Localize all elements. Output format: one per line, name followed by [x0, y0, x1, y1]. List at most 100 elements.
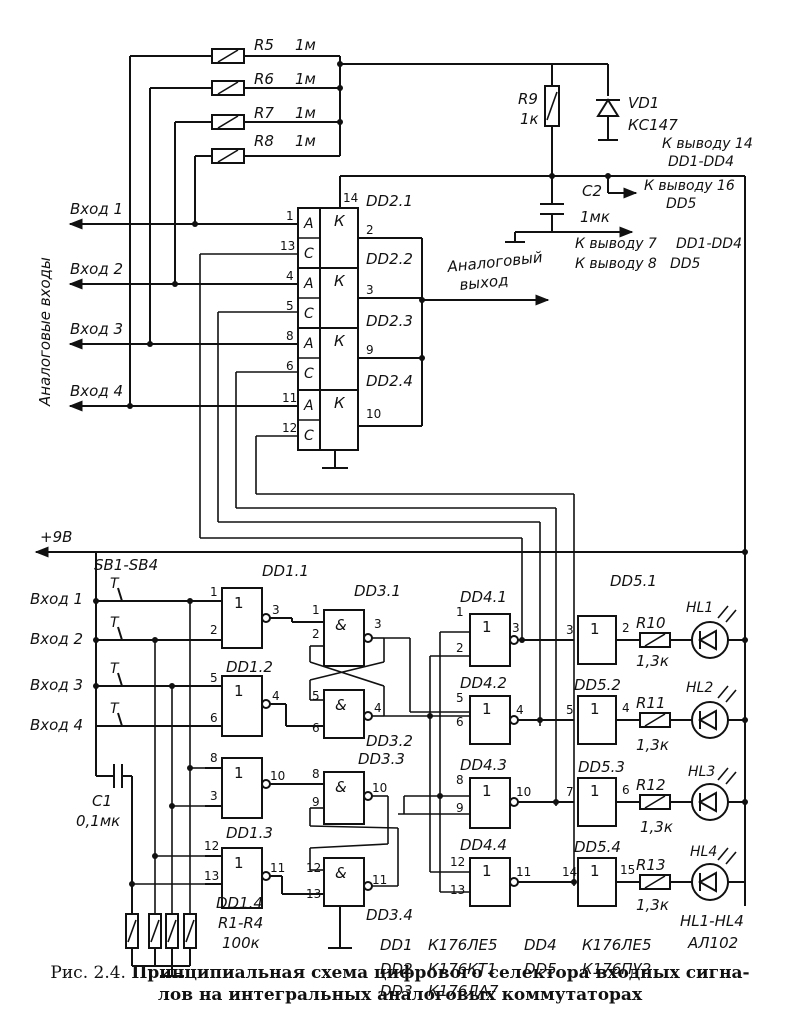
- dd11-label: DD1.1: [262, 562, 309, 580]
- table-dd1-part: К176ЛЕ5: [428, 936, 498, 954]
- r7-label: R7: [254, 104, 274, 122]
- pin7-dd-label: DD1-DD4: [676, 236, 742, 252]
- r6-label: R6: [254, 70, 274, 88]
- dd34-symbol: &: [335, 864, 347, 882]
- svg-text:2: 2: [622, 621, 630, 635]
- dd2-c4: С: [304, 428, 314, 444]
- dd41-label: DD4.1: [460, 588, 507, 606]
- dd12-symbol: 1: [234, 682, 244, 700]
- hl4-label: HL4: [690, 844, 717, 860]
- r12-label: R12: [636, 776, 666, 794]
- svg-text:12: 12: [306, 861, 321, 875]
- r12-value: 1,3к: [640, 818, 673, 836]
- svg-text:11: 11: [270, 861, 285, 875]
- dd14-label: DD1.4: [216, 894, 263, 912]
- dd52-symbol: 1: [590, 700, 600, 718]
- hl1-label: HL1: [686, 600, 713, 616]
- dd43-symbol: 1: [482, 782, 492, 800]
- pin8-dd-label: DD5: [670, 256, 701, 272]
- leds: [691, 605, 748, 901]
- analog-input-lines: [68, 56, 298, 412]
- button-4-symbol: Т: [110, 701, 120, 717]
- svg-text:8: 8: [210, 751, 218, 765]
- svg-text:5: 5: [566, 703, 574, 717]
- led-resistors: [616, 632, 692, 890]
- svg-text:13: 13: [450, 883, 465, 897]
- dd2-k4: К: [334, 394, 346, 412]
- svg-text:3: 3: [210, 789, 218, 803]
- svg-text:4: 4: [272, 689, 280, 703]
- c2-label: C2: [582, 182, 602, 200]
- svg-text:10: 10: [366, 407, 381, 421]
- caption-prefix: Рис. 2.4.: [50, 963, 126, 983]
- svg-text:14: 14: [562, 865, 577, 879]
- dd5-gates: [577, 615, 617, 907]
- r10-label: R10: [636, 614, 666, 632]
- dd13-label: DD1.3: [226, 824, 273, 842]
- svg-text:2: 2: [366, 223, 374, 237]
- svg-text:4: 4: [286, 269, 294, 283]
- dd53-symbol: 1: [590, 782, 600, 800]
- svg-text:3: 3: [366, 283, 374, 297]
- dd1-pin-numbers: 1 2 5 6 8 3 12 13 3 4 10 11: [204, 585, 285, 883]
- dd31-symbol: &: [335, 616, 347, 634]
- power-section: [340, 64, 745, 243]
- dd5-pin-numbers: 3 5 7 14 2 4 6 15: [562, 621, 635, 879]
- sb-label: SB1-SB4: [94, 556, 158, 574]
- al102-label: АЛ102: [687, 934, 738, 952]
- dd32-symbol: &: [335, 696, 347, 714]
- svg-text:2: 2: [456, 641, 464, 655]
- r13-label: R13: [636, 856, 666, 874]
- svg-text:10: 10: [270, 769, 285, 783]
- svg-text:13: 13: [280, 239, 295, 253]
- dd43-label: DD4.3: [460, 756, 507, 774]
- c1-label: C1: [92, 792, 112, 810]
- pin16-dd-label: DD5: [666, 196, 697, 212]
- svg-text:6: 6: [456, 715, 464, 729]
- svg-text:8: 8: [286, 329, 294, 343]
- svg-text:1: 1: [312, 603, 320, 617]
- dd2-a3: А: [303, 336, 314, 352]
- svg-text:10: 10: [372, 781, 387, 795]
- svg-text:13: 13: [204, 869, 219, 883]
- digital-input-4-label: Вход 4: [30, 716, 83, 734]
- c2-value: 1мк: [580, 208, 610, 226]
- table-dd2-part: К176КТ1: [428, 960, 497, 978]
- dd53-label: DD5.3: [578, 758, 625, 776]
- plus-9v-label: +9В: [40, 528, 72, 546]
- svg-text:4: 4: [622, 701, 630, 715]
- dd2-c2: С: [304, 306, 314, 322]
- analog-inputs-label: Аналоговые входы: [36, 257, 54, 407]
- hl2-label: HL2: [686, 680, 713, 696]
- svg-text:6: 6: [622, 783, 630, 797]
- bias-resistors: [130, 48, 608, 164]
- digital-input-3-label: Вход 3: [30, 676, 83, 694]
- dd2-k1: К: [334, 212, 346, 230]
- dd2-a2: А: [303, 276, 314, 292]
- table-dd1: DD1: [380, 936, 413, 954]
- table-dd5: DD5: [524, 960, 557, 978]
- vd1-label: VD1: [628, 94, 659, 112]
- digital-input-2-label: Вход 2: [30, 630, 83, 648]
- dd2-a4: А: [303, 398, 314, 414]
- svg-text:4: 4: [516, 703, 524, 717]
- analog-input-3-label: Вход 3: [70, 320, 123, 338]
- svg-text:8: 8: [456, 773, 464, 787]
- vd1-value: КС147: [628, 116, 678, 134]
- r9-label: R9: [518, 90, 538, 108]
- dd21-label: DD2.1: [366, 192, 413, 210]
- r5-label: R5: [254, 36, 274, 54]
- digital-input-1-label: Вход 1: [30, 590, 83, 608]
- svg-text:6: 6: [286, 359, 294, 373]
- dd51-label: DD5.1: [610, 572, 657, 590]
- button-2-symbol: Т: [110, 615, 120, 631]
- dd3-gates: [323, 609, 373, 949]
- r8-label: R8: [254, 132, 274, 150]
- svg-text:5: 5: [286, 299, 294, 313]
- svg-text:13: 13: [306, 887, 321, 901]
- dd4-gates: [469, 613, 519, 907]
- dd42-label: DD4.2: [460, 674, 507, 692]
- caption-line-1: Принципиальная схема цифрового селектора…: [131, 963, 750, 983]
- dd11-symbol: 1: [234, 594, 244, 612]
